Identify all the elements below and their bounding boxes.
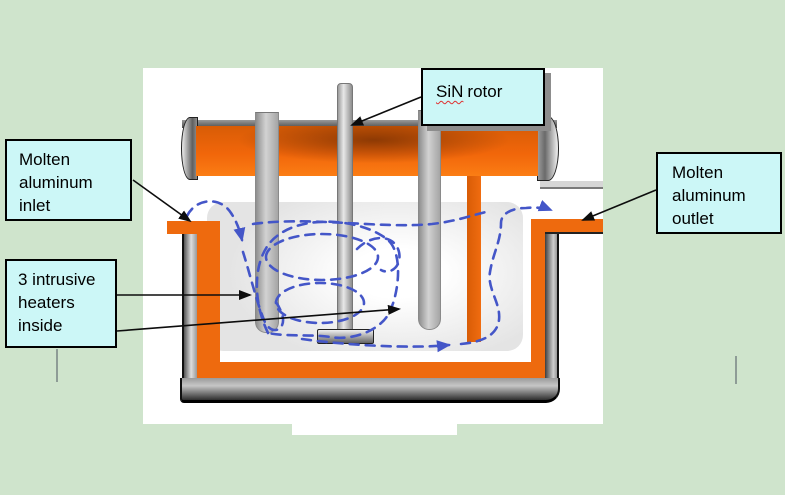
lid-heater-bar [196, 126, 538, 176]
label-box-intrusive-heaters: 3 intrusive heaters inside [5, 259, 117, 348]
outer-shell-right [545, 234, 559, 378]
crucible-bottom [197, 362, 545, 378]
outer-shell-left [182, 234, 197, 378]
flow-path-bottom [300, 337, 451, 353]
outlet-spout [531, 219, 603, 232]
right-support-shelf [540, 181, 603, 189]
label-line: inlet [19, 196, 51, 215]
leader-arrow-heaters-2 [116, 304, 401, 332]
leader-arrow-outlet [581, 189, 657, 221]
stray-tick-right [735, 356, 737, 384]
baffle-bar [467, 176, 481, 342]
label-line: aluminum [672, 186, 746, 205]
outer-shell-bottom [180, 378, 560, 403]
stray-tick-left [56, 349, 58, 382]
flow-path-left-descent [241, 250, 285, 332]
label-box-molten-aluminum-inlet: Molten aluminum inlet [5, 139, 132, 221]
flow-curl-right [355, 236, 401, 273]
flow-path-surface [251, 209, 492, 227]
label-line: inside [18, 316, 63, 335]
label-rest: rotor [467, 82, 503, 101]
label-line: heaters [18, 293, 75, 312]
label-line: aluminum [19, 173, 93, 192]
leader-arrow-inlet [132, 179, 192, 223]
outlet-spout-edge [545, 232, 603, 234]
label-line: Molten [19, 150, 71, 169]
crucible-wall-right [531, 219, 545, 378]
flow-loop-outer [255, 220, 400, 340]
flow-path-inlet [185, 200, 246, 242]
label-term-spellcheck: SiN [436, 82, 464, 101]
label-box-molten-aluminum-outlet: Molten aluminum outlet [656, 152, 782, 234]
label-line: outlet [672, 209, 714, 228]
flow-loop-upper [264, 232, 380, 282]
flow-path-outlet [459, 199, 553, 346]
flow-loop-lower [274, 281, 366, 325]
lid-top-plate [182, 120, 557, 128]
diagram-background-tab [292, 424, 457, 435]
label-line: 3 intrusive [18, 270, 96, 289]
label-line: Molten [672, 163, 724, 182]
rotor-disc [317, 329, 374, 344]
leader-arrow-rotor [350, 96, 422, 126]
crucible-wall-left [197, 221, 220, 378]
